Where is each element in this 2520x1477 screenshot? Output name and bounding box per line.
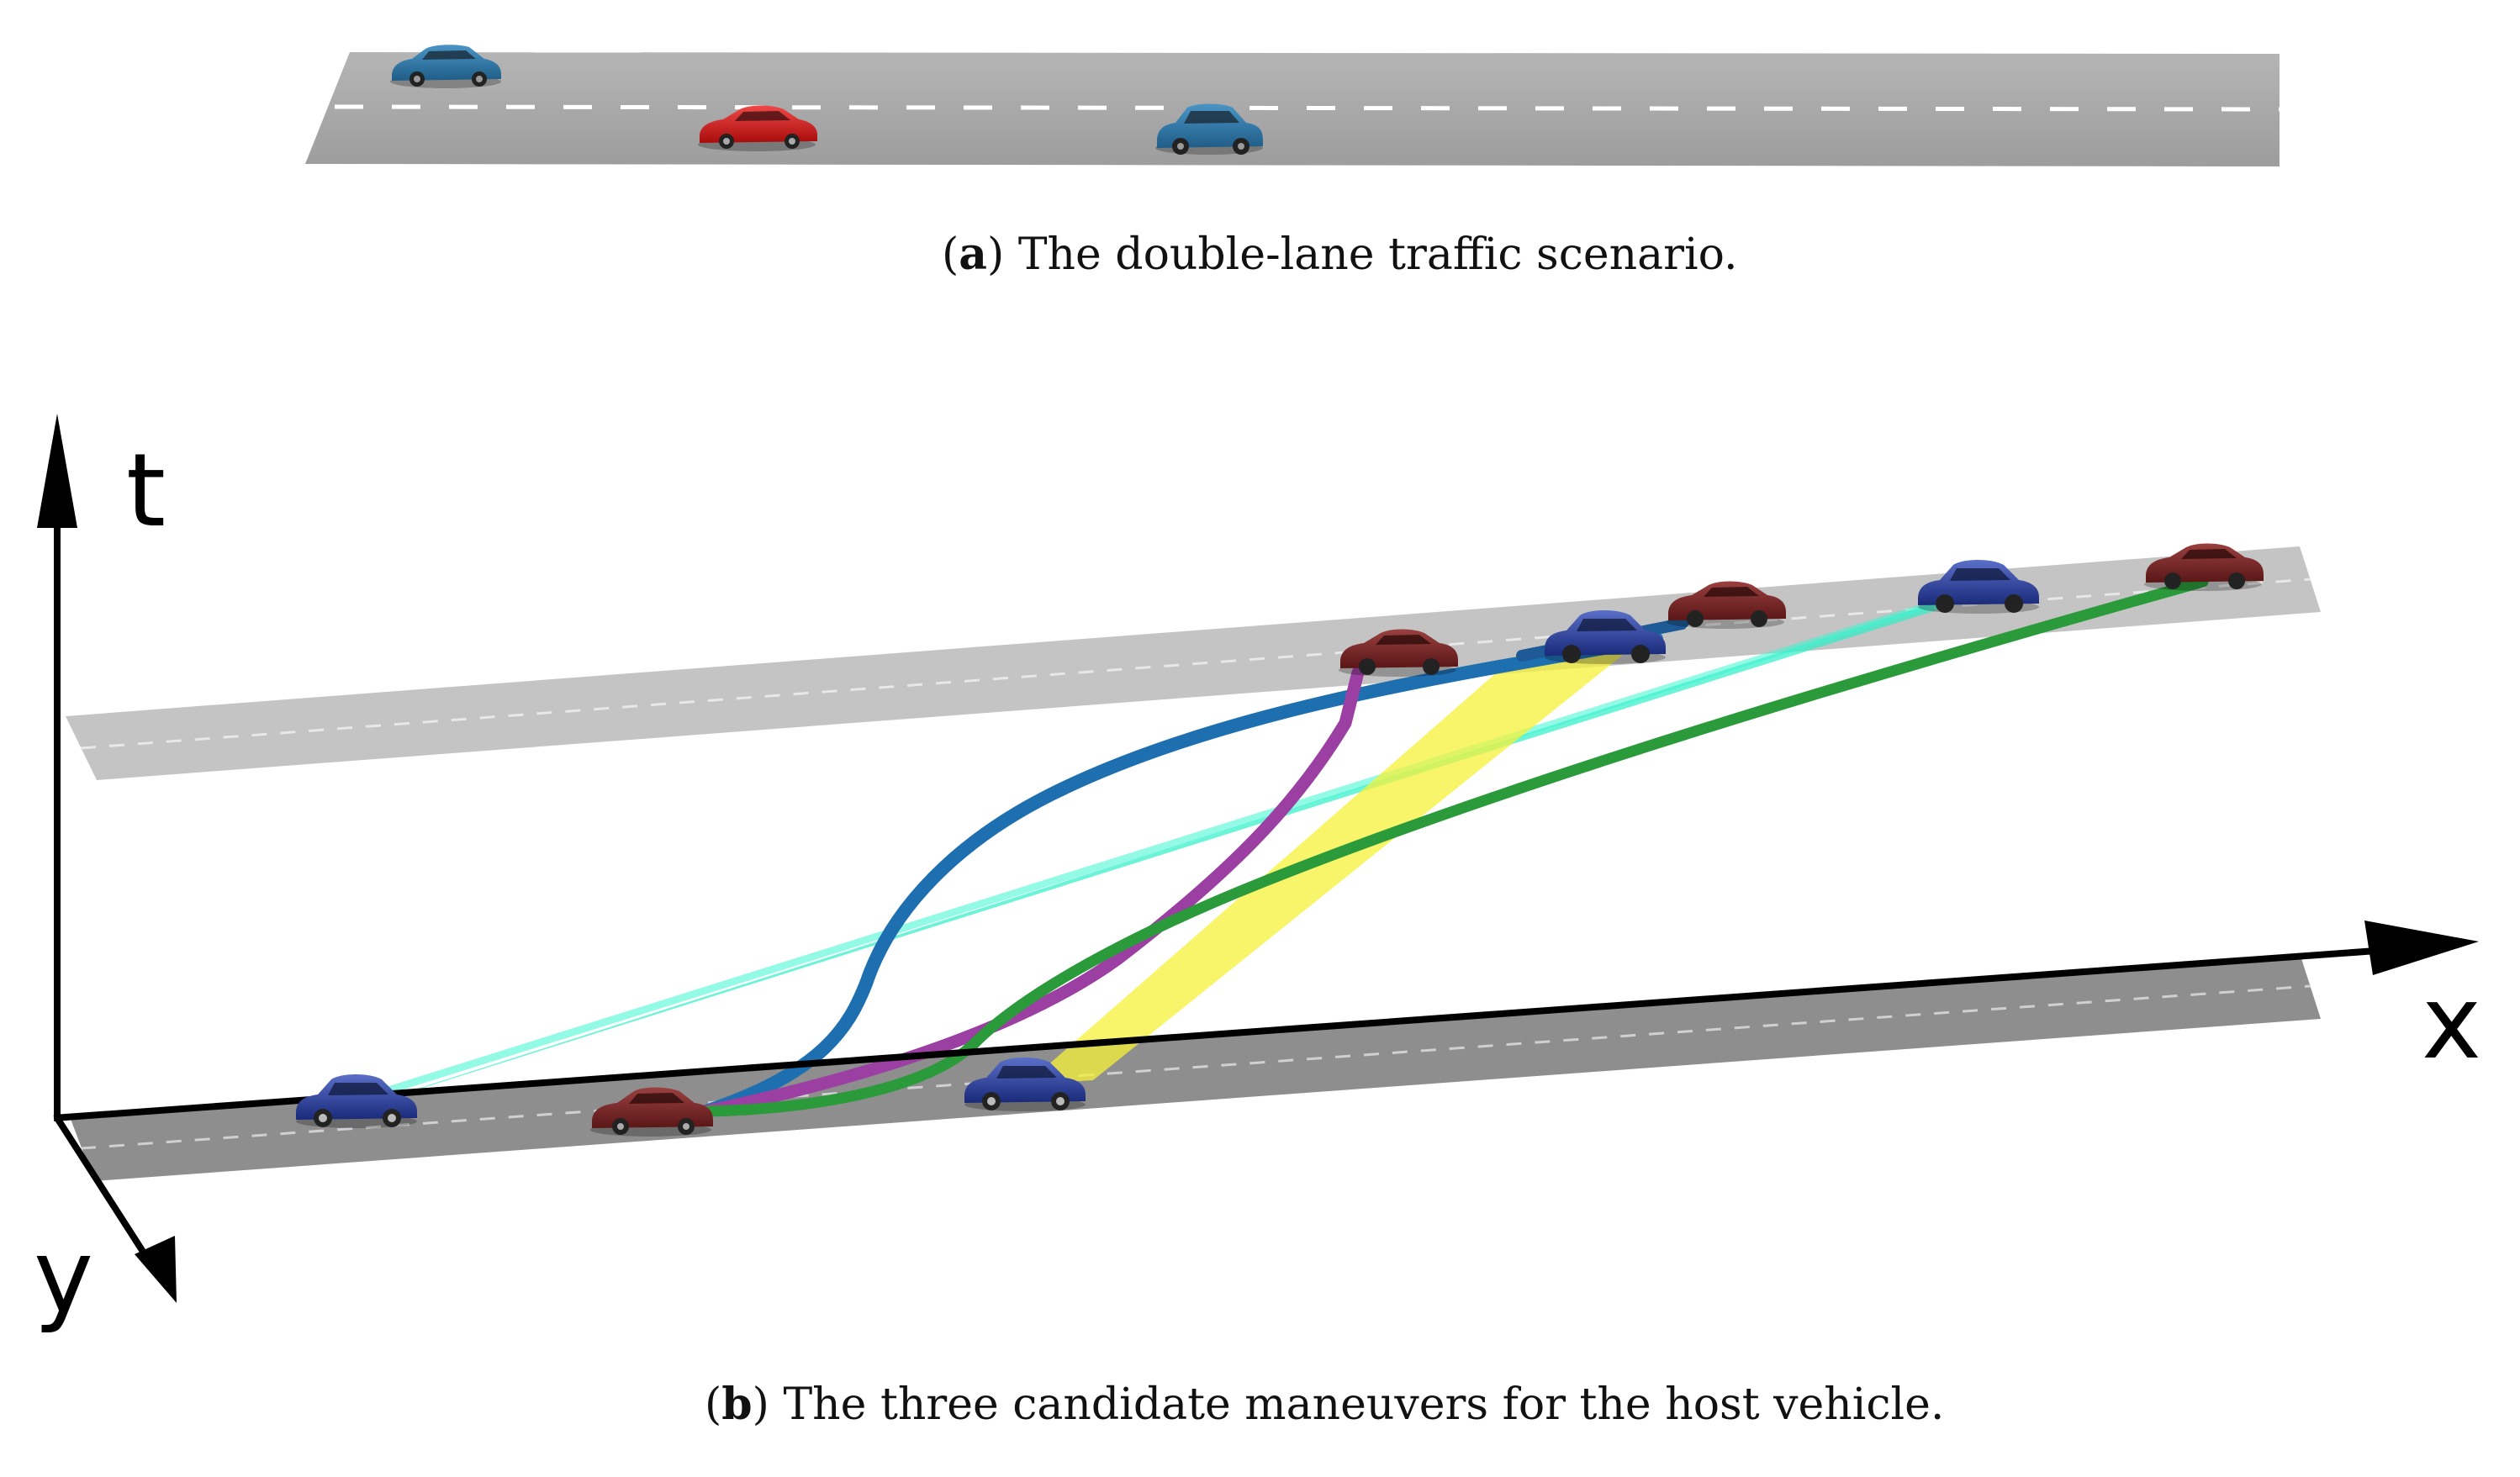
car-host-lower xyxy=(590,1087,713,1137)
t-axis-label: t xyxy=(126,433,166,550)
panel-a-road-scene xyxy=(305,45,2280,166)
maneuver-green xyxy=(700,576,2209,1117)
car-navy-upper-2 xyxy=(1918,560,2039,614)
car-blue-2 xyxy=(1155,103,1263,155)
caption-b: (b) The three candidate maneuvers for th… xyxy=(705,1379,1945,1430)
caption-a: (a) The double-lane traffic scenario. xyxy=(942,229,1738,280)
y-axis-label: y xyxy=(34,1219,93,1336)
band-cyan-wide xyxy=(345,575,2014,1108)
car-navy-upper-1 xyxy=(1545,610,1666,664)
car-maroon-upper-3 xyxy=(2144,543,2264,591)
y-axis-arrow xyxy=(135,1236,177,1303)
maneuver-blue xyxy=(700,632,1663,1118)
car-navy-lower-1 xyxy=(296,1074,417,1128)
car-maroon-upper-2 xyxy=(1667,581,1786,629)
caption-b-tag: b xyxy=(721,1379,753,1430)
x-axis-arrow xyxy=(2364,920,2479,975)
band-yellow xyxy=(1026,651,1627,1084)
lane-divider xyxy=(334,104,2280,112)
x-axis-label: x xyxy=(2422,965,2481,1082)
lower-lane-divider xyxy=(80,984,2311,1150)
car-blue-1 xyxy=(390,45,501,88)
caption-a-tag: a xyxy=(959,229,987,280)
road-surface xyxy=(305,52,2280,166)
caption-a-text: The double-lane traffic scenario. xyxy=(1017,229,1738,280)
x-axis xyxy=(53,947,2389,1121)
maneuver-purple xyxy=(700,666,1365,1118)
car-host-red xyxy=(698,105,817,151)
car-maroon-upper-1 xyxy=(1339,629,1458,677)
car-navy-lower-2 xyxy=(964,1058,1086,1111)
panel-b-spacetime-diagram: t x y xyxy=(34,414,2481,1336)
caption-b-text: The three candidate maneuvers for the ho… xyxy=(783,1379,1945,1430)
t-axis-arrow xyxy=(37,414,77,528)
